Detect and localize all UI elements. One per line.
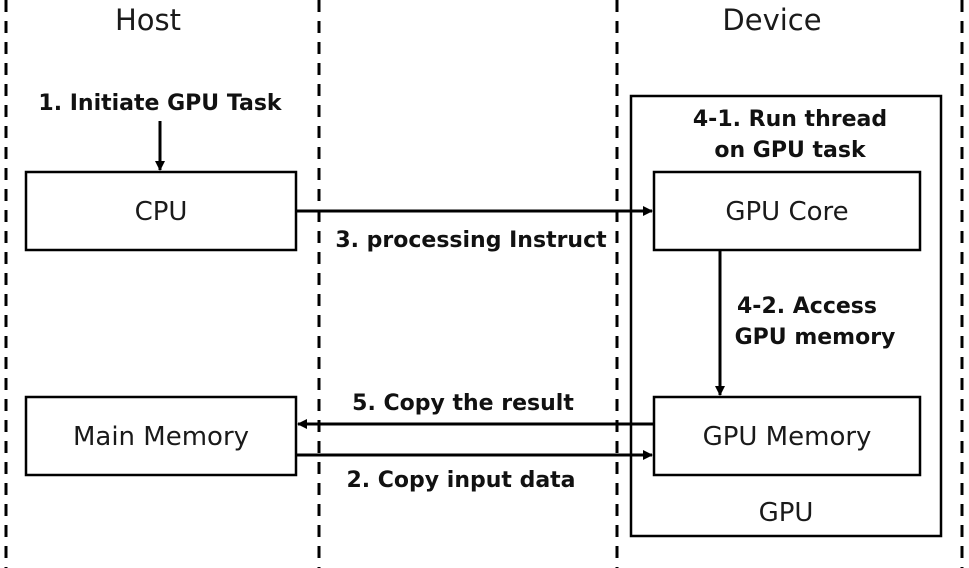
- step-4-2-label-line1: 4-2. Access: [737, 294, 877, 319]
- cpu-label: CPU: [135, 197, 188, 227]
- step-1-label: 1. Initiate GPU Task: [38, 91, 283, 116]
- device-column-title: Device: [722, 3, 821, 37]
- gpu-container-label: GPU: [759, 498, 814, 528]
- host-column-title: Host: [115, 3, 181, 37]
- step-4-1-label-line1: 4-1. Run thread: [693, 107, 887, 132]
- cpu-box: [24, 170, 298, 252]
- step-4-1-label-line2: on GPU task: [714, 138, 867, 163]
- step-5-label: 5. Copy the result: [352, 391, 574, 416]
- gpu-core-label: GPU Core: [725, 197, 848, 227]
- main-memory-label: Main Memory: [73, 422, 249, 452]
- step-2-label: 2. Copy input data: [346, 468, 575, 493]
- main-memory-box: [24, 395, 298, 477]
- gpu-memory-label: GPU Memory: [703, 422, 872, 452]
- gpu-core-box: [652, 170, 922, 252]
- gpu-memory-box: [652, 395, 922, 477]
- step-4-2-label-line2: GPU memory: [735, 325, 896, 350]
- step-3-label: 3. processing Instruct: [335, 228, 607, 253]
